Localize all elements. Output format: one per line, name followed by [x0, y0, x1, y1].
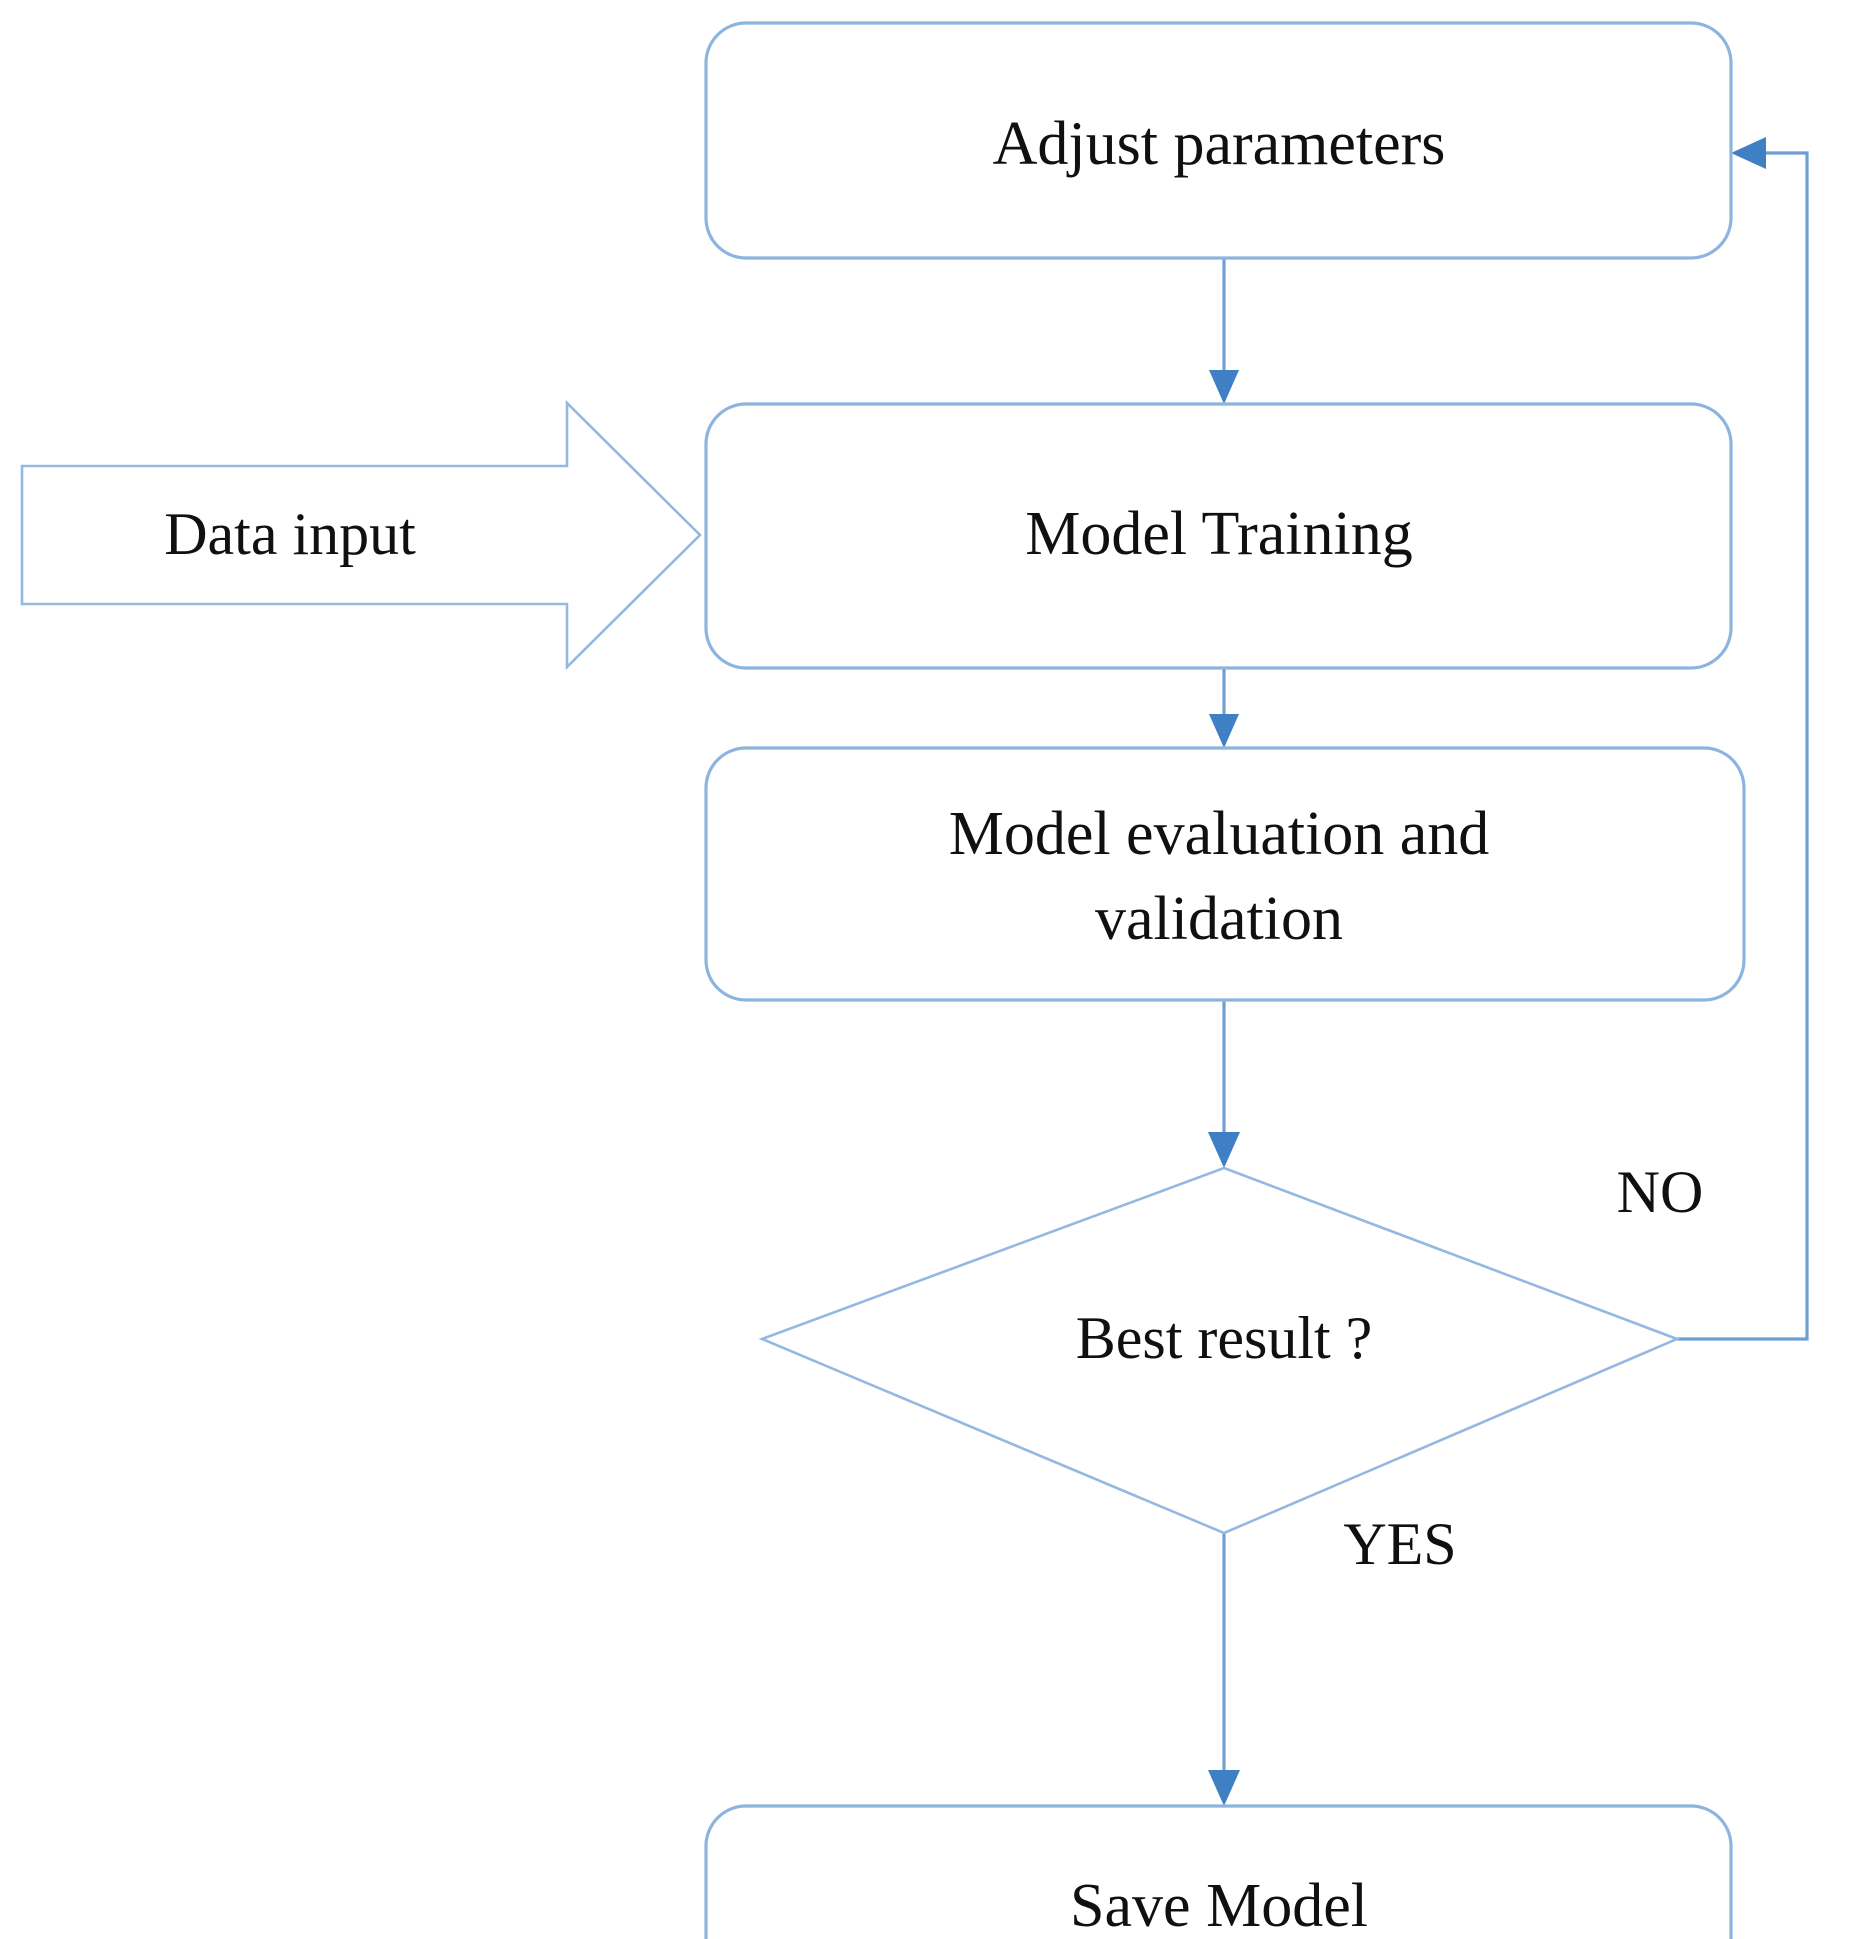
node-data-input[interactable]: Data input — [20, 399, 702, 671]
edge-label-no: NO — [1617, 1159, 1704, 1225]
node-best-result-label: Best result ? — [1076, 1305, 1373, 1371]
node-model-evaluation[interactable]: Model evaluation and validation — [704, 746, 1746, 1002]
node-adjust-parameters-label: Adjust parameters — [993, 110, 1446, 178]
node-data-input-label: Data input — [164, 501, 416, 567]
node-model-evaluation-label-line2: validation — [1095, 885, 1343, 953]
node-model-training-label: Model Training — [1025, 500, 1413, 568]
edge-evaluation-to-decision — [1208, 1000, 1240, 1168]
node-best-result-decision[interactable]: Best result ? — [758, 1166, 1681, 1535]
node-save-model-label: Save Model — [1070, 1872, 1368, 1939]
edge-label-yes: YES — [1343, 1511, 1456, 1577]
edge-decision-yes — [1208, 1533, 1240, 1806]
node-model-evaluation-label-line1: Model evaluation and — [949, 800, 1490, 868]
edge-adjust-to-training — [1209, 258, 1239, 404]
edge-training-to-evaluation — [1209, 668, 1239, 748]
edge-decision-no-loop — [1677, 137, 1809, 1341]
node-adjust-parameters[interactable]: Adjust parameters — [704, 21, 1733, 260]
node-model-training[interactable]: Model Training — [704, 402, 1733, 670]
node-save-model[interactable]: Save Model — [704, 1804, 1733, 1939]
